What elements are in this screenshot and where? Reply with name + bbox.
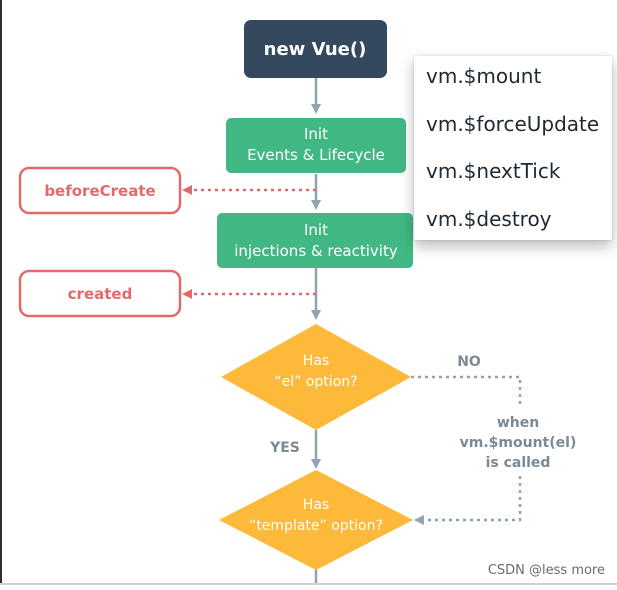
has-template-line1: Has (303, 497, 329, 513)
yes-label: YES (269, 440, 300, 456)
popup-item-destroy[interactable]: vm.$destroy (426, 207, 552, 231)
init-injections-line2: injections & reactivity (234, 242, 398, 260)
when-line3: is called (486, 455, 551, 471)
init-injections-line1: Init (304, 221, 328, 239)
connector-no-path (411, 375, 522, 406)
has-template-diamond (219, 470, 413, 570)
watermark: CSDN @less more (487, 563, 605, 578)
window-bottom-edge (0, 583, 617, 585)
has-template-line2: “template” option? (249, 518, 383, 534)
no-label: NO (457, 354, 481, 370)
connector-when-to-template (414, 476, 522, 525)
when-line1: when (497, 415, 539, 431)
init-events-box (226, 118, 406, 173)
when-line2: vm.$mount(el) (460, 435, 577, 451)
has-el-diamond (221, 324, 411, 430)
popup-item-force-update[interactable]: vm.$forceUpdate (426, 112, 600, 136)
popup-item-mount[interactable]: vm.$mount (426, 64, 542, 88)
init-events-line1: Init (304, 125, 328, 143)
created-hook (18, 269, 182, 318)
new-vue-box (244, 20, 387, 78)
window-left-edge (0, 0, 2, 585)
has-el-line1: Has (303, 353, 329, 369)
created-label: created (68, 285, 133, 303)
new-vue-label: new Vue() (264, 39, 367, 60)
before-create-hook (18, 166, 182, 215)
has-el-line2: “el” option? (274, 374, 357, 390)
instance-methods-popup: vm.$mount vm.$forceUpdate vm.$nextTick v… (414, 56, 612, 240)
popup-item-next-tick[interactable]: vm.$nextTick (426, 159, 561, 183)
init-events-line2: Events & Lifecycle (247, 146, 385, 164)
init-injections-box (217, 213, 413, 268)
before-create-label: beforeCreate (44, 182, 155, 200)
